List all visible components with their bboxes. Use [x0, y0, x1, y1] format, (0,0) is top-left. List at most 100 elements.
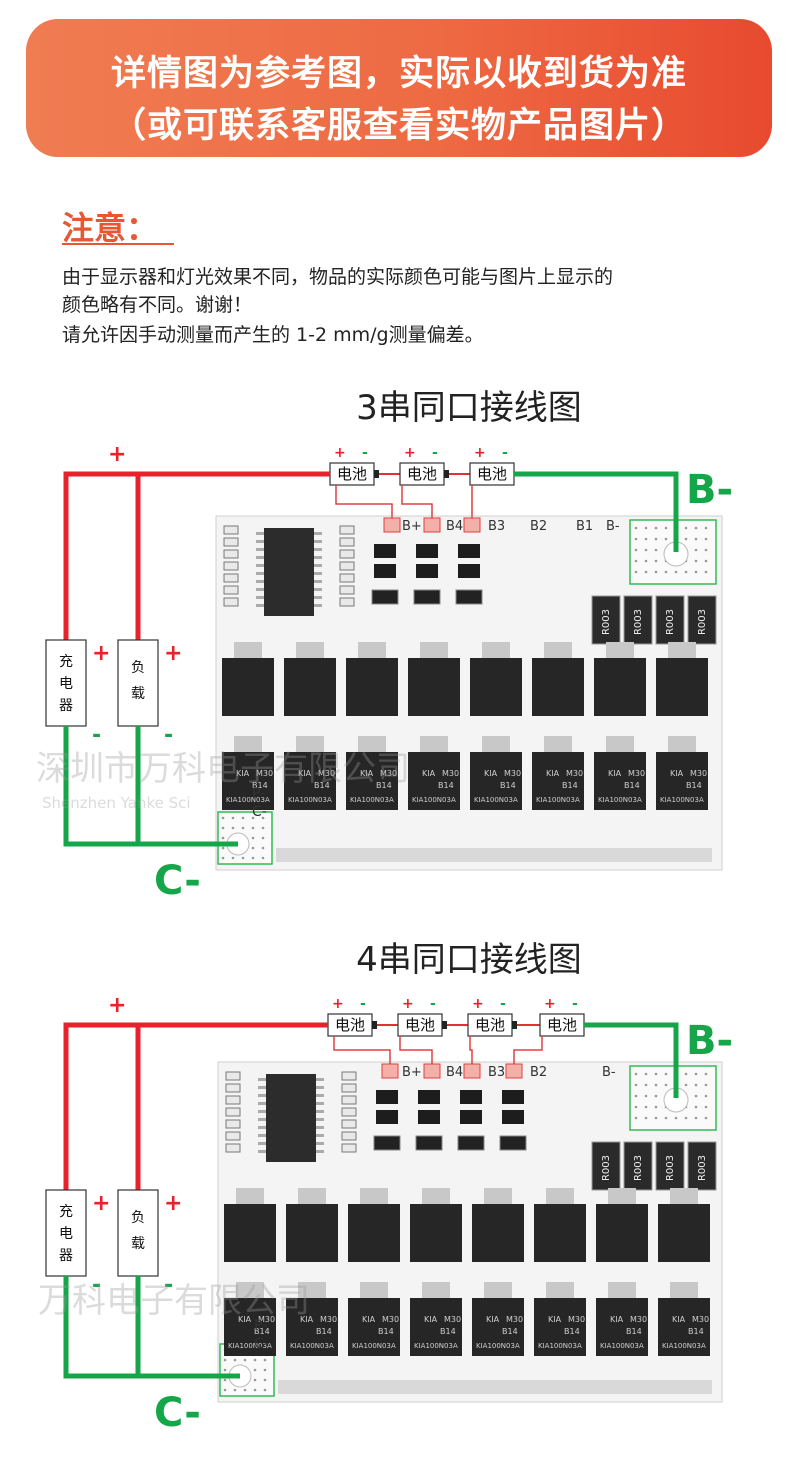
mosfet-label-code: M30	[690, 769, 707, 778]
balance-pad	[381, 1063, 399, 1079]
b-minus-wire	[514, 471, 679, 552]
balance-resistor	[502, 1090, 524, 1104]
mosfet-body	[408, 752, 460, 810]
via-dot	[704, 1094, 708, 1098]
via-dot	[664, 1072, 668, 1076]
mosfet-body	[222, 752, 274, 810]
via-dot	[634, 1105, 638, 1109]
ic-pin	[316, 1134, 324, 1137]
via-dot	[704, 526, 708, 530]
mosfet-label-brand: KIA	[362, 1315, 376, 1324]
shunt-resistor-label: R003	[633, 1155, 644, 1181]
mosfet-body	[410, 1298, 462, 1356]
via-dot	[684, 537, 688, 541]
via-dot	[694, 526, 698, 530]
terminal-c-minus: C-	[154, 858, 201, 904]
board-pad-label: B1	[576, 519, 593, 534]
passive-component	[225, 1107, 241, 1117]
via-dot	[241, 826, 245, 830]
shunt-resistor	[655, 595, 685, 645]
via-dot	[664, 570, 668, 574]
via-dot	[261, 826, 265, 830]
cell-terminal	[512, 1021, 517, 1029]
mosfet-tab	[236, 1188, 264, 1204]
mosfet-label-code: M30	[506, 1315, 523, 1324]
mosfet-tab	[668, 736, 696, 752]
via-dot	[634, 526, 638, 530]
via-dot	[644, 537, 648, 541]
via-dot	[664, 1116, 668, 1120]
mosfet-tab	[360, 1188, 388, 1204]
balance-transistor	[415, 1135, 443, 1151]
via-dot	[263, 1388, 267, 1392]
main-plus-sign: +	[108, 993, 126, 1018]
ic-pin	[256, 564, 264, 567]
mosfet-body	[534, 1298, 586, 1356]
charger-plus: +	[92, 1191, 110, 1216]
via-dot	[654, 548, 658, 552]
mosfet-body	[286, 1298, 338, 1356]
mosfet-label-brand: KIA	[672, 1315, 686, 1324]
via-dot	[221, 826, 225, 830]
mosfet-label-code: M30	[382, 1315, 399, 1324]
notice-divider	[62, 243, 174, 245]
diagram-title-4s: 4串同口接线图	[356, 940, 582, 980]
ic-pin	[314, 588, 322, 591]
mosfet-label-part: KIA100N03A	[352, 1342, 396, 1350]
battery-plus: +	[334, 445, 346, 461]
mosfet-label-brand: KIA	[424, 1315, 438, 1324]
board-pad-label: B3	[488, 1065, 505, 1080]
via-dot	[253, 1358, 257, 1362]
mosfet-body	[472, 1204, 524, 1262]
ic-pin	[314, 540, 322, 543]
mosfet-body	[532, 658, 584, 716]
via-dot	[251, 856, 255, 860]
balance-transistor	[371, 589, 399, 605]
via-dot	[223, 1388, 227, 1392]
via-dot	[644, 1116, 648, 1120]
via-dot	[654, 570, 658, 574]
mosfet-label-lot: B14	[254, 1327, 270, 1336]
via-dot	[221, 856, 225, 860]
passive-component	[339, 525, 355, 535]
mosfet-label-brand: KIA	[360, 769, 374, 778]
mosfet-tab	[544, 642, 572, 658]
via-dot	[634, 570, 638, 574]
ic-pin	[316, 1110, 324, 1113]
via-dot	[231, 816, 235, 820]
shunt-resistor	[591, 595, 621, 645]
mosfet-tab	[298, 1282, 326, 1298]
main-plus-sign: +	[108, 442, 126, 467]
sense-wire	[401, 485, 433, 518]
balance-pad	[463, 517, 481, 533]
mosfet-body	[408, 658, 460, 716]
via-dot	[251, 836, 255, 840]
ic-pin	[316, 1102, 324, 1105]
cell-terminal	[444, 470, 449, 478]
passive-component	[223, 573, 239, 583]
mosfet-label-part: KIA100N03A	[226, 796, 270, 804]
balance-resistor	[416, 564, 438, 578]
via-dot	[694, 1094, 698, 1098]
ic-pin	[316, 1078, 324, 1081]
load-box	[117, 639, 159, 727]
via-dot	[231, 856, 235, 860]
mosfet-label-code: M30	[258, 1315, 275, 1324]
terminal-b-minus: B-	[686, 1018, 733, 1064]
charger-box	[45, 639, 87, 727]
shunt-resistor-label: R003	[633, 609, 644, 635]
balance-transistor	[413, 589, 441, 605]
mosfet-label-code: M30	[630, 1315, 647, 1324]
mosfet-label-part: KIA100N03A	[350, 796, 394, 804]
mosfet-body	[656, 658, 708, 716]
mosfet-body	[532, 752, 584, 810]
battery-plus: +	[544, 996, 556, 1012]
mosfet-label-brand: KIA	[422, 769, 436, 778]
mosfet-label-part: KIA100N03A	[288, 796, 332, 804]
mosfet-label-brand: KIA	[236, 769, 250, 778]
mosfet-label-lot: B14	[314, 781, 330, 790]
charger-minus: -	[92, 723, 101, 748]
mosfet-label-lot: B14	[686, 781, 702, 790]
mosfet-label-brand: KIA	[546, 769, 560, 778]
mosfet-label-part: KIA100N03A	[228, 1342, 272, 1350]
